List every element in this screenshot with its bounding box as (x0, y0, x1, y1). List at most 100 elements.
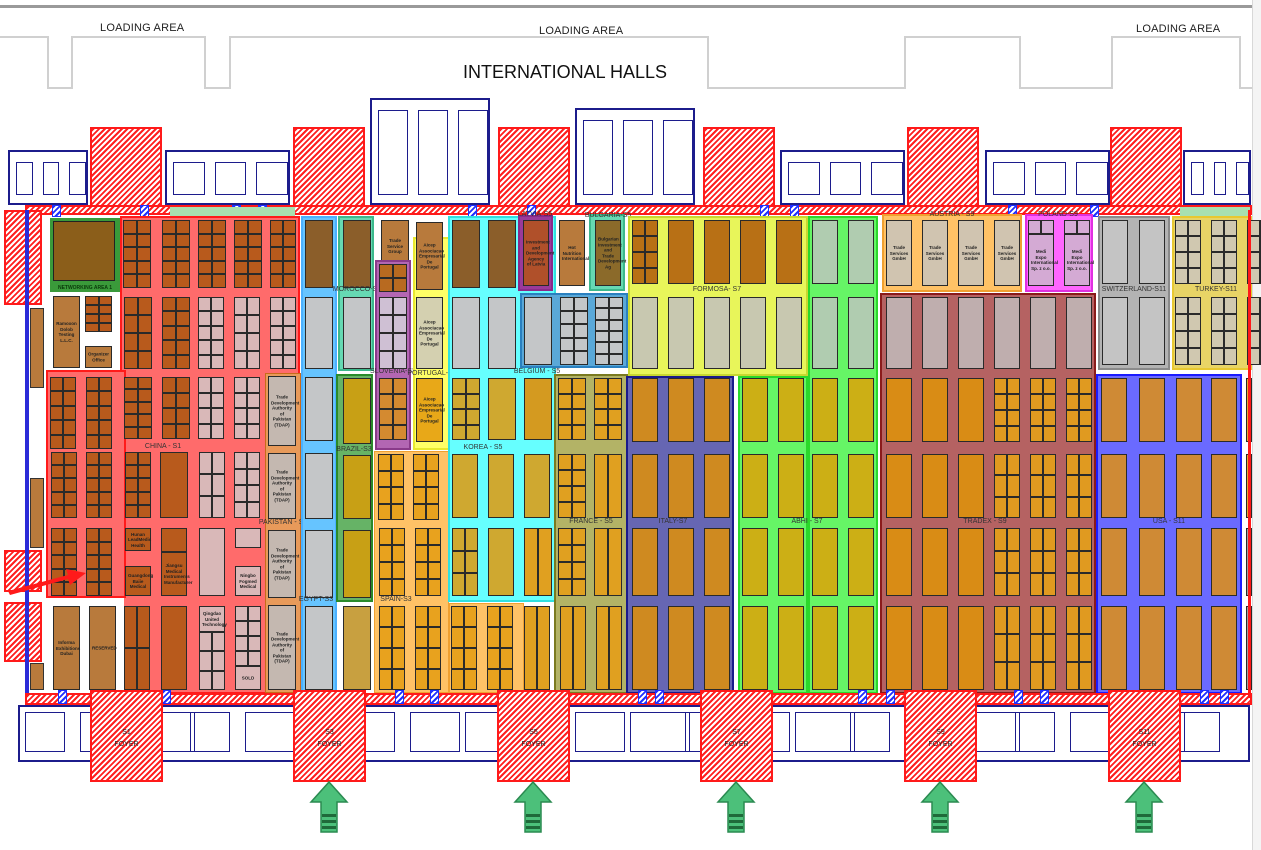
booth[interactable] (704, 528, 730, 596)
exhibitor-booth[interactable]: Aicep Associacao Empresarial De Portugal (416, 297, 445, 369)
booth[interactable] (595, 342, 609, 354)
booth[interactable] (125, 491, 138, 505)
booth[interactable] (812, 606, 838, 690)
booth[interactable] (235, 651, 248, 666)
booth[interactable] (99, 377, 112, 392)
booth[interactable] (594, 378, 608, 394)
booth[interactable] (138, 401, 152, 415)
booth[interactable] (162, 260, 176, 275)
booth[interactable] (452, 297, 480, 369)
booth[interactable] (848, 454, 874, 518)
booth[interactable] (487, 648, 500, 669)
booth[interactable] (124, 389, 138, 402)
booth[interactable] (99, 582, 112, 596)
exhibitor-booth[interactable]: Trade Services GmbH (922, 220, 948, 286)
booth[interactable] (125, 504, 138, 518)
booth[interactable] (123, 233, 137, 248)
booth[interactable] (609, 353, 623, 365)
booth[interactable] (742, 528, 768, 596)
exhibitor-booth[interactable]: Qingdao United Technology (199, 606, 227, 632)
booth[interactable] (1224, 236, 1237, 252)
booth[interactable] (572, 409, 586, 425)
booth[interactable] (176, 233, 190, 248)
booth[interactable] (138, 491, 151, 505)
exhibitor-booth[interactable]: Aicep Associacao Empresarial De Portugal (416, 378, 445, 442)
booth[interactable] (137, 274, 151, 288)
booth[interactable] (393, 315, 407, 333)
booth[interactable] (1066, 662, 1079, 690)
booth[interactable] (487, 606, 500, 627)
booth[interactable] (558, 545, 572, 562)
booth[interactable] (632, 528, 658, 596)
booth[interactable] (558, 393, 572, 409)
booth[interactable] (86, 452, 99, 466)
booth[interactable] (248, 651, 261, 666)
booth[interactable] (1028, 220, 1041, 234)
booth[interactable] (391, 503, 404, 520)
booth[interactable] (812, 454, 838, 518)
booth[interactable] (1101, 528, 1127, 596)
booth[interactable] (742, 606, 768, 690)
booth[interactable] (451, 627, 464, 648)
booth[interactable] (199, 632, 212, 652)
booth[interactable] (1211, 220, 1224, 236)
booth[interactable] (198, 233, 212, 248)
booth[interactable] (99, 491, 112, 505)
booth[interactable] (428, 562, 441, 579)
booth[interactable] (1007, 426, 1020, 442)
booth[interactable] (574, 310, 588, 325)
booth[interactable] (1101, 378, 1127, 442)
booth[interactable] (994, 634, 1007, 662)
booth[interactable] (922, 606, 948, 690)
booth[interactable] (283, 340, 296, 355)
booth[interactable] (247, 452, 260, 469)
booth[interactable] (778, 528, 804, 596)
booth[interactable] (63, 377, 76, 392)
booth[interactable] (392, 669, 405, 690)
booth[interactable] (343, 378, 371, 444)
booth[interactable] (199, 452, 212, 474)
booth[interactable] (392, 562, 405, 579)
booth[interactable] (138, 478, 151, 492)
booth[interactable] (1043, 573, 1056, 596)
booth[interactable] (632, 236, 645, 252)
booth[interactable] (922, 378, 948, 442)
booth[interactable] (558, 470, 572, 486)
booth[interactable] (886, 454, 912, 518)
booth[interactable] (572, 393, 586, 409)
booth[interactable] (464, 648, 477, 669)
booth[interactable] (392, 579, 405, 596)
booth[interactable] (1079, 634, 1092, 662)
booth[interactable] (343, 455, 371, 519)
booth[interactable] (248, 621, 261, 636)
booth[interactable] (270, 311, 283, 326)
booth[interactable] (1066, 496, 1079, 518)
booth[interactable] (198, 325, 211, 341)
booth[interactable] (137, 606, 150, 648)
booth[interactable] (211, 392, 224, 408)
booth[interactable] (1030, 454, 1043, 476)
booth[interactable] (413, 503, 426, 520)
booth[interactable] (176, 311, 190, 326)
booth[interactable] (198, 377, 211, 393)
booth[interactable] (211, 408, 224, 424)
booth[interactable] (99, 568, 112, 583)
booth[interactable] (668, 378, 694, 442)
reserved-booth[interactable]: RESERVED (89, 606, 117, 690)
booth[interactable] (138, 297, 152, 315)
booth[interactable] (99, 528, 112, 542)
booth[interactable] (212, 670, 225, 690)
booth[interactable] (162, 233, 176, 248)
booth[interactable] (50, 420, 63, 435)
booth[interactable] (1224, 331, 1237, 348)
booth[interactable] (393, 409, 407, 425)
booth[interactable] (176, 325, 190, 341)
booth[interactable] (452, 454, 478, 518)
booth[interactable] (1007, 410, 1020, 426)
booth[interactable] (1175, 297, 1188, 314)
booth[interactable] (283, 220, 296, 234)
booth[interactable] (1030, 662, 1043, 690)
booth[interactable] (283, 311, 296, 326)
booth[interactable] (51, 478, 64, 492)
booth[interactable] (198, 311, 211, 326)
